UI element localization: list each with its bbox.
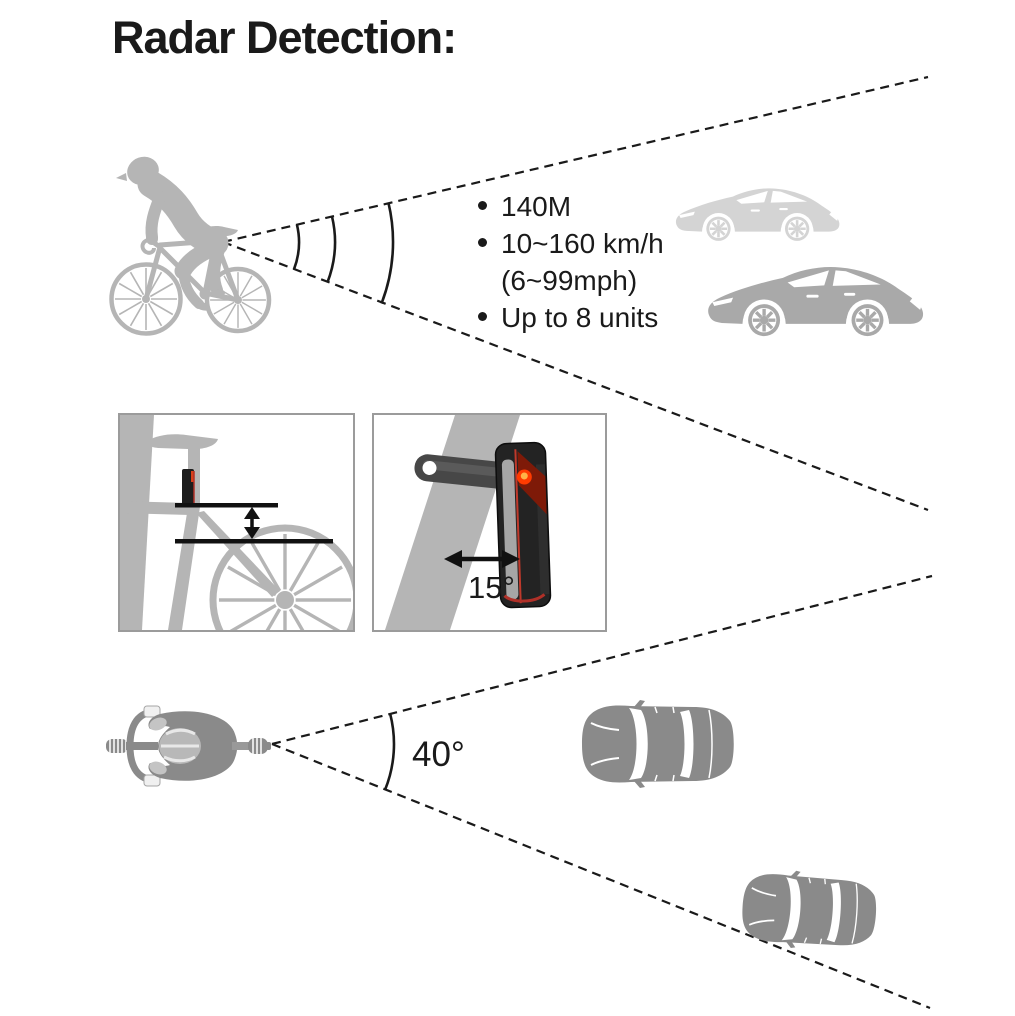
spec-capacity: Up to 8 units xyxy=(478,299,664,336)
upper-reference-line xyxy=(175,503,278,508)
bullet-dot xyxy=(478,238,487,247)
radar-spec-list: 140M 10~160 km/h (6~99mph) Up to 8 units xyxy=(478,188,664,336)
bullet-dot xyxy=(478,312,487,321)
spec-speed-mph: (6~99mph) xyxy=(501,265,638,296)
radar-wave-arcs xyxy=(292,202,395,304)
radar-taillight-device xyxy=(494,441,552,609)
mounted-taillight xyxy=(182,469,195,505)
cyclist-side-silhouette xyxy=(109,156,272,336)
spec-capacity-value: Up to 8 units xyxy=(501,302,659,333)
mount-height-graphics xyxy=(120,415,353,630)
cone-lower-dashed-line xyxy=(222,240,929,512)
car-near-shape xyxy=(708,267,923,341)
cone-upper-dashed-line xyxy=(222,75,929,244)
cyclist-top-silhouette xyxy=(106,705,271,787)
car-top-far xyxy=(581,699,735,789)
height-double-arrow xyxy=(244,507,260,539)
cone-upper-dashed-line xyxy=(271,574,933,746)
tilt-range-graphics xyxy=(385,415,552,630)
car-near-silhouette xyxy=(708,267,923,341)
side-detection-cone xyxy=(222,75,929,512)
spec-speed-kmh: 10~160 km/h xyxy=(501,228,664,259)
seatpost-mount-height-inset xyxy=(118,413,355,632)
beam-angle-arc xyxy=(383,713,396,790)
tilt-angle-label: 15° xyxy=(468,570,515,605)
cone-lower-dashed-line xyxy=(271,742,931,1010)
lower-reference-line xyxy=(175,539,333,544)
spec-range-value: 140M xyxy=(501,191,572,222)
tilt-double-arrow xyxy=(444,550,520,568)
page-title: Radar Detection: xyxy=(112,12,457,63)
taillight-tilt-range-inset xyxy=(372,413,607,632)
device-red-panel xyxy=(517,451,547,515)
car-far-shape xyxy=(676,188,839,244)
car-top-far-shape xyxy=(581,699,735,789)
beam-angle-label: 40° xyxy=(412,735,465,774)
spec-speed: 10~160 km/h (6~99mph) xyxy=(478,225,664,299)
bullet-dot xyxy=(478,201,487,210)
spec-range: 140M xyxy=(478,188,664,225)
spec-speed-value: 10~160 km/h (6~99mph) xyxy=(501,225,664,299)
car-far-silhouette xyxy=(676,188,839,244)
top-detection-cone xyxy=(271,574,933,1010)
